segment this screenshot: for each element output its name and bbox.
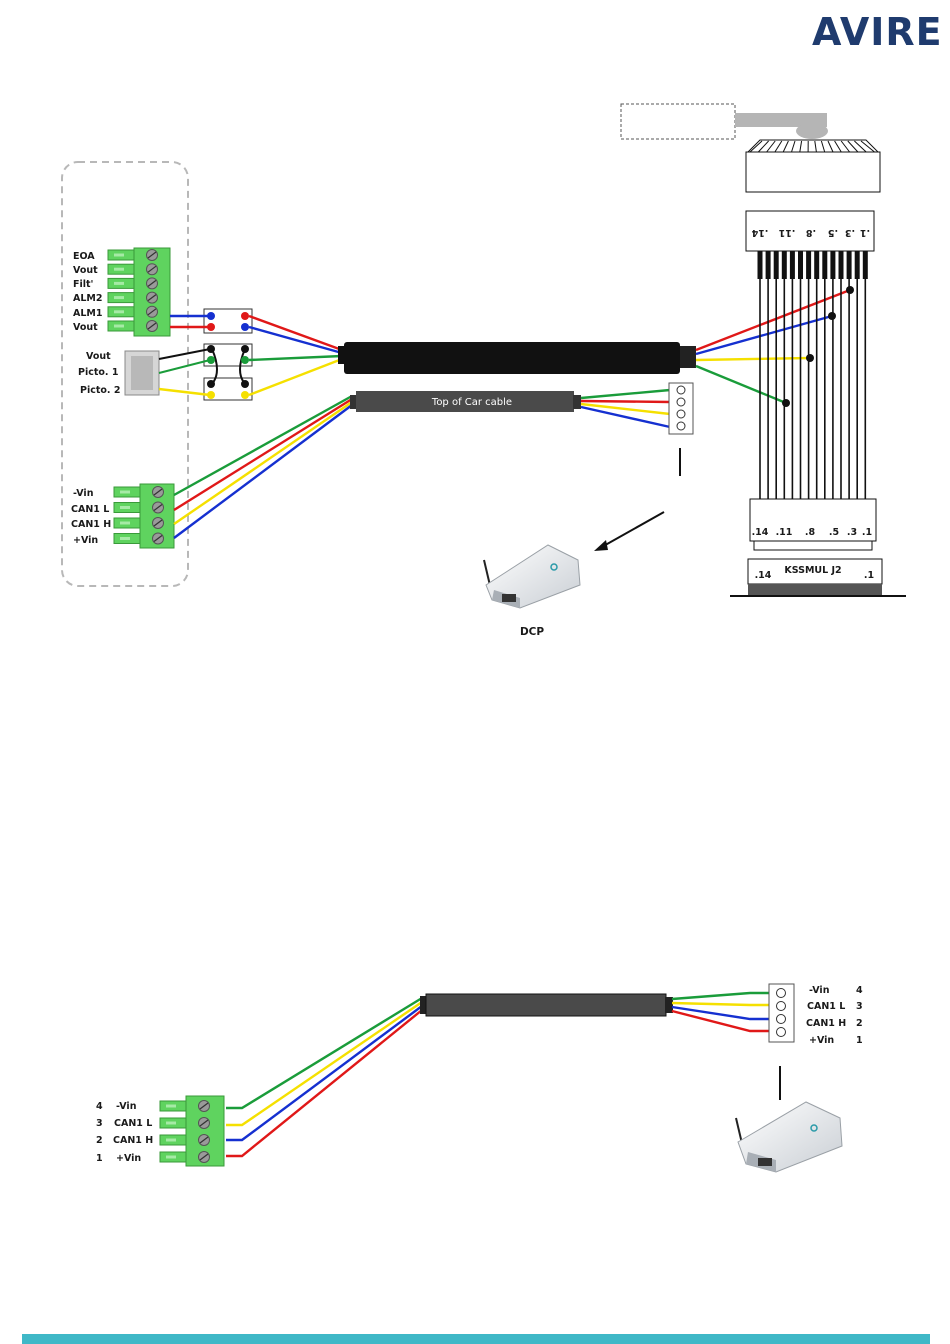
ribbon-header <box>746 140 880 192</box>
dcp-label: DCP <box>520 626 544 638</box>
picto-label-2: Picto. 2 <box>80 385 120 396</box>
bottom-left-name-4: -Vin <box>116 1101 137 1112</box>
top-pin-3: .3 <box>845 227 855 238</box>
connector-right-pin: .1 <box>864 570 874 581</box>
can-label-can1h: CAN1 H <box>71 519 111 530</box>
bottom-left-name-2: CAN1 H <box>113 1135 153 1146</box>
terminal-label-filt: Filt' <box>73 279 93 290</box>
dcp-device-bottom <box>736 1102 842 1172</box>
top-pin-14: .14 <box>751 227 768 238</box>
bottom-pin-14: .14 <box>752 527 769 538</box>
footer-bar <box>22 1334 930 1344</box>
bottom-left-num-4: 4 <box>96 1101 103 1112</box>
can-label-can1l: CAN1 L <box>71 504 109 515</box>
bottom-pin-5: .5 <box>829 527 839 538</box>
terminal-label-vout: Vout <box>73 265 98 276</box>
bottom-pin-11: .11 <box>776 527 793 538</box>
terminal-label-alm1: ALM1 <box>73 308 102 319</box>
bottom-terminal-block <box>160 1096 224 1166</box>
top-pin-1: .1 <box>860 227 870 238</box>
top-pin-8: .8 <box>806 227 817 238</box>
top-pin-11: .11 <box>779 227 796 238</box>
top-pin-labels: .14 .11 .8 .5 .3 .1 <box>751 227 870 238</box>
pin-stubs <box>758 251 868 279</box>
picto-label-vout: Vout <box>86 351 111 362</box>
bottom-right-num-2: 2 <box>856 1018 863 1029</box>
terminal-block-6way <box>108 248 170 336</box>
bottom-right-name-2: CAN1 H <box>806 1018 846 1029</box>
can-terminal-block <box>114 484 174 548</box>
bottom-left-num-2: 2 <box>96 1135 103 1146</box>
small-4pin-connector <box>669 383 693 434</box>
picto-connector <box>125 351 159 395</box>
bottom-left-labels: 4 -Vin 3 CAN1 L 2 CAN1 H 1 +Vin <box>96 1101 153 1164</box>
bottom-pin-3: .3 <box>847 527 857 538</box>
bottom-pin-1: .1 <box>862 527 872 538</box>
connector-name: KSSMUL J2 <box>784 565 841 576</box>
dcp-device <box>484 545 580 608</box>
picto-label-1: Picto. 1 <box>78 367 118 378</box>
top-dashed-box <box>621 104 828 139</box>
can-label-plus-vin: +Vin <box>73 535 98 546</box>
bottom-right-num-3: 3 <box>856 1001 863 1012</box>
cable-label: Top of Car cable <box>431 397 512 408</box>
terminal-label-vout-2: Vout <box>73 322 98 333</box>
bottom-right-name-4: -Vin <box>809 985 830 996</box>
ribbon-wires <box>760 279 865 499</box>
bottom-pin-8: .8 <box>805 527 816 538</box>
terminal-label-alm2: ALM2 <box>73 293 102 304</box>
bottom-right-num-1: 1 <box>856 1035 863 1046</box>
top-pin-5: .5 <box>828 227 838 238</box>
left-terminal-labels: EOA Vout Filt' ALM2 ALM1 Vout <box>73 251 102 333</box>
connector-left-pin: .14 <box>755 570 772 581</box>
bottom-right-name-3: CAN1 L <box>807 1001 845 1012</box>
main-black-cable <box>338 342 696 374</box>
can-label-minus-vin: -Vin <box>73 488 94 499</box>
bottom-left-name-1: +Vin <box>116 1153 141 1164</box>
terminal-label-eoa: EOA <box>73 251 95 262</box>
bottom-4pin-connector <box>769 984 794 1042</box>
bottom-left-name-3: CAN1 L <box>114 1118 152 1129</box>
bottom-right-name-1: +Vin <box>809 1035 834 1046</box>
bottom-cable <box>420 994 673 1016</box>
bottom-right-labels: -Vin 4 CAN1 L 3 CAN1 H 2 +Vin 1 <box>806 985 863 1046</box>
bottom-right-num-4: 4 <box>856 985 863 996</box>
bottom-left-num-3: 3 <box>96 1118 103 1129</box>
bottom-left-num-1: 1 <box>96 1153 103 1164</box>
